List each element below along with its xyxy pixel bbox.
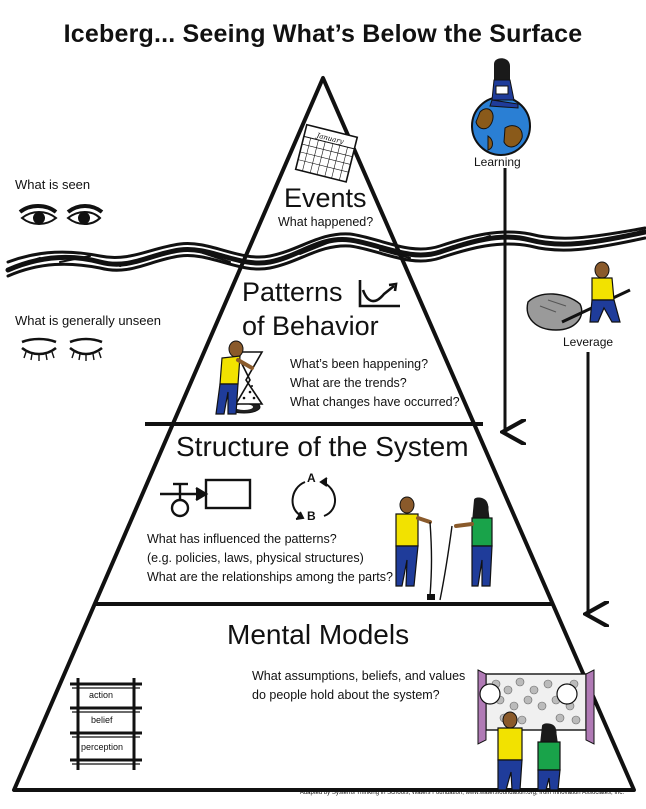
- patterns-question-2: What are the trends?: [290, 376, 407, 390]
- causal-loop-icon: [291, 477, 336, 520]
- pyramid-outline: [12, 76, 636, 792]
- events-question: What happened?: [278, 215, 374, 229]
- learning-label: Learning: [474, 155, 521, 169]
- mental-models-question-1: What assumptions, beliefs, and values: [252, 669, 466, 683]
- ladder-of-inference-icon: [70, 678, 142, 770]
- structure-question-3: What are the relationships among the par…: [147, 570, 393, 584]
- calendar-icon: January: [294, 123, 359, 183]
- patterns-heading-line1: Patterns: [242, 277, 343, 307]
- stock-flow-icon: [160, 478, 252, 518]
- lever-person-illustration: [526, 261, 631, 331]
- events-heading: Events: [284, 183, 367, 213]
- closed-eyes-icon: [21, 337, 103, 361]
- what-is-unseen-label: What is generally unseen: [15, 313, 161, 328]
- measuring-people-illustration: [395, 496, 493, 601]
- waterline: [5, 226, 646, 278]
- loop-label-b: B: [307, 509, 316, 523]
- structure-question-1: What has influenced the patterns?: [147, 532, 337, 546]
- credit-line: Adapted by Systems Thinking in Schools, …: [299, 790, 624, 796]
- trend-chart-icon: [358, 280, 400, 308]
- mental-models-heading: Mental Models: [227, 619, 410, 650]
- structure-question-2: (e.g. policies, laws, physical structure…: [147, 551, 364, 565]
- mental-models-question-2: do people hold about the system?: [252, 688, 440, 702]
- ladder-rung-belief: belief: [91, 715, 113, 725]
- globe-reader-illustration: [471, 58, 531, 156]
- ladder-rung-action: action: [89, 690, 114, 700]
- open-eyes-icon: [18, 204, 104, 225]
- what-is-seen-label: What is seen: [15, 177, 91, 192]
- structure-heading: Structure of the System: [176, 431, 469, 462]
- thinking-people-illustration: [477, 669, 595, 791]
- hourglass-person-illustration: [215, 340, 264, 415]
- patterns-heading-line2: of Behavior: [242, 311, 379, 341]
- patterns-question-3: What changes have occurred?: [290, 395, 460, 409]
- page-title: Iceberg... Seeing What’s Below the Surfa…: [63, 20, 583, 48]
- leverage-label: Leverage: [563, 335, 614, 349]
- patterns-question-1: What’s been happening?: [290, 357, 429, 371]
- ladder-rung-perception: perception: [81, 742, 124, 752]
- loop-label-a: A: [307, 471, 316, 485]
